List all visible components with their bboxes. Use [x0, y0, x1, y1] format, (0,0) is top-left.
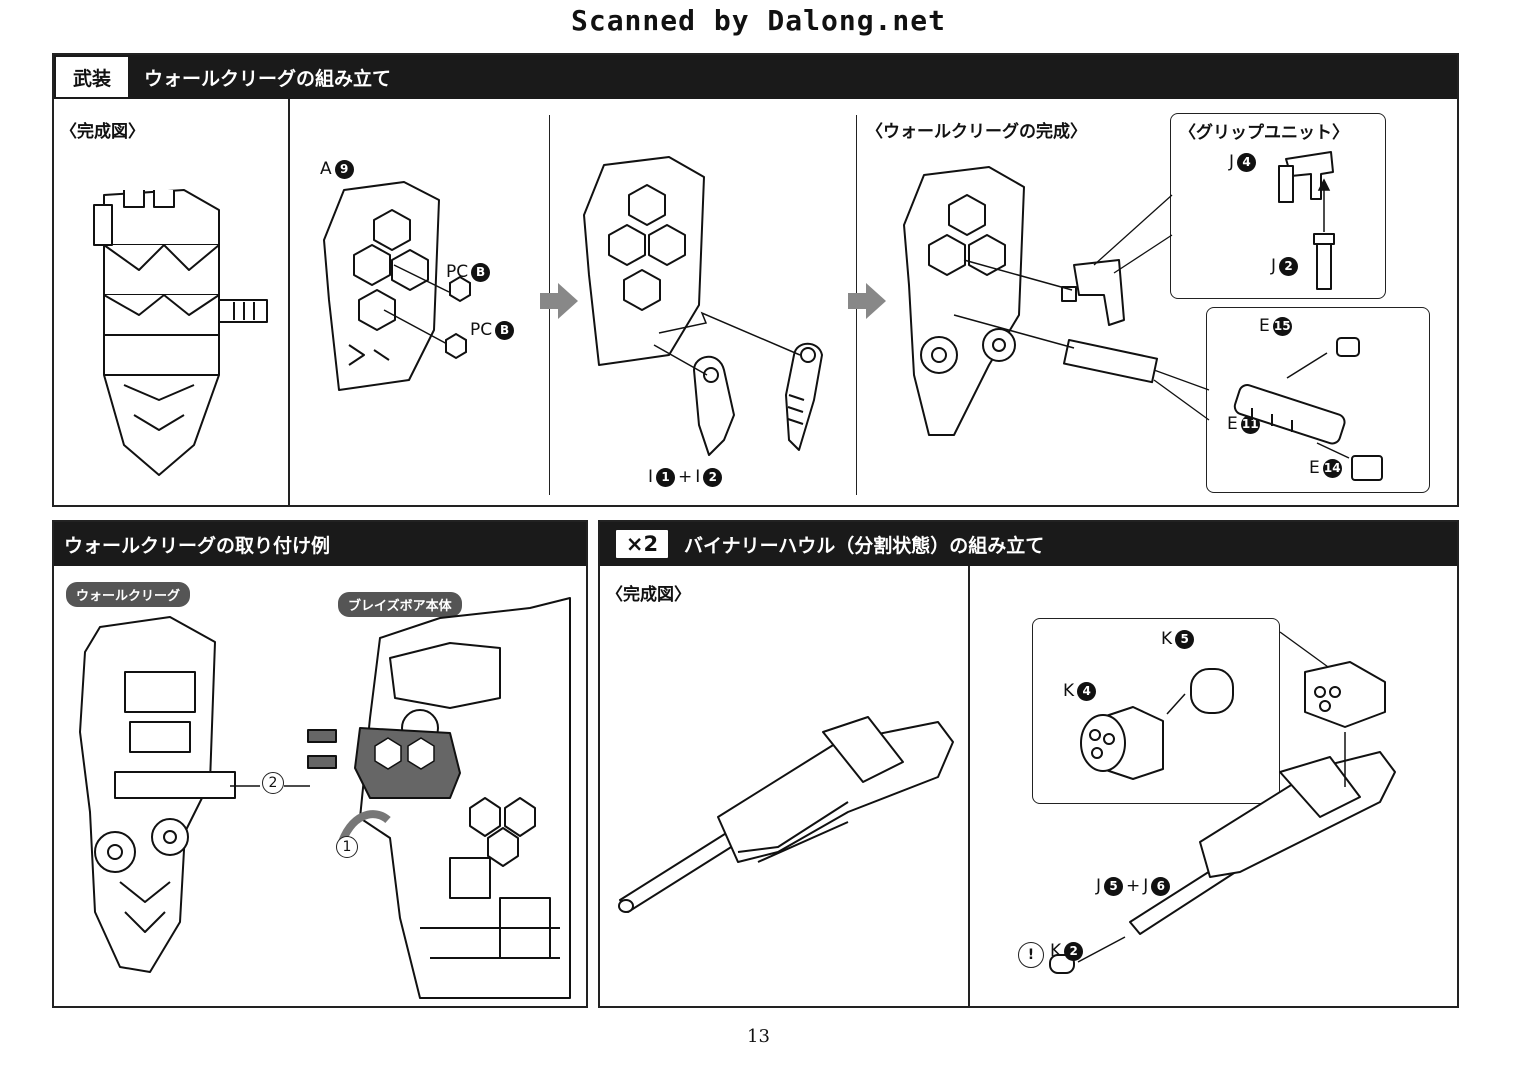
grip-unit-label: 〈グリップユニット〉: [1179, 123, 1349, 143]
callout-line: [1279, 631, 1336, 673]
grip-parts-illustration: [1278, 151, 1335, 290]
section-header: 武装 ウォールクリーグの組み立て: [54, 55, 1457, 99]
weapon-final-illustration: [903, 166, 1159, 436]
divider: [968, 566, 970, 1008]
weapon-complete-label: 〈ウォールクリーグの完成〉: [866, 122, 1087, 142]
handle-parts-illustration: [1233, 337, 1383, 481]
section-title: ウォールクリーグの取り付け例: [64, 534, 331, 557]
jaw-assembly-illustration: [583, 156, 823, 456]
section-title: バイナリーハウル（分割状態）の組み立て: [684, 534, 1045, 557]
cannon-complete-illustration: [618, 716, 954, 913]
step-number-1: 1: [336, 836, 358, 858]
weapon-name-tag: ウォールクリーグ: [66, 582, 191, 607]
callout-line: [1093, 194, 1173, 274]
attach-line: [230, 785, 310, 787]
callout-line: [1153, 369, 1210, 421]
section-header: ウォールクリーグの取り付け例: [54, 522, 586, 566]
cannon-assembly-illustration: [1049, 661, 1396, 974]
body-illustration: [307, 597, 571, 999]
weapon-side-illustration: [79, 616, 236, 973]
step-arrow-icon: [848, 283, 886, 319]
barrel-parts-illustration: [1080, 668, 1234, 780]
mounting-example-panel: ウォールクリーグの取り付け例 ウォールクリーグ ブレイズボア本体 2: [52, 520, 588, 1008]
scan-watermark: Scanned by Dalong.net: [570, 4, 946, 37]
divider: [288, 99, 290, 507]
quantity-tag: ×2: [614, 528, 670, 560]
complete-view-label: 〈完成図〉: [606, 585, 691, 605]
step-number-2: 2: [262, 772, 284, 794]
section-title: ウォールクリーグの組み立て: [144, 67, 392, 90]
completed-weapon-illustration: [93, 189, 268, 476]
body-name-tag: ブレイズボア本体: [338, 592, 462, 617]
caution-icon: !: [1018, 942, 1044, 968]
complete-view-label: 〈完成図〉: [60, 122, 145, 142]
frame-part-illustration: [323, 181, 471, 391]
page-number: 13: [747, 1026, 770, 1047]
step-arrow-icon: [540, 283, 578, 319]
section-header: ×2 バイナリーハウル（分割状態）の組み立て: [600, 522, 1457, 566]
section-tag: 武装: [54, 55, 130, 99]
